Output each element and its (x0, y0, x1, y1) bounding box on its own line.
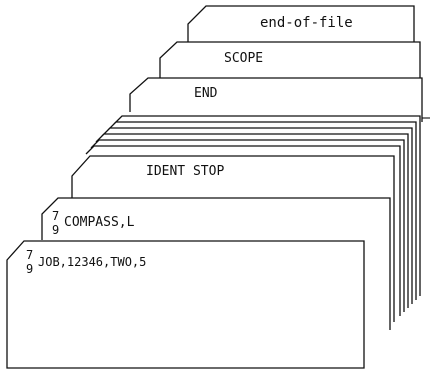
card-end-of-file-label: end-of-file (260, 15, 353, 31)
card-job-multipunch-top: 7 (26, 248, 33, 262)
card-compass-label: COMPASS,L (64, 215, 135, 230)
card-end: END (129, 77, 430, 122)
card-job: 7 9 JOB,12346,TWO,5 (6, 240, 365, 369)
card-job-multipunch-bottom: 9 (26, 262, 33, 276)
card-scope: SCOPE (159, 41, 421, 86)
card-compass-multipunch-top: 7 (52, 209, 59, 223)
card-end-of-file: end-of-file (187, 5, 415, 48)
card-end-label: END (194, 86, 218, 101)
card-scope-label: SCOPE (224, 51, 263, 66)
card-ident-stop-label: IDENT STOP (146, 164, 224, 179)
card-job-label: JOB,12346,TWO,5 (38, 255, 146, 269)
card-compass-multipunch-bottom: 9 (52, 223, 59, 237)
